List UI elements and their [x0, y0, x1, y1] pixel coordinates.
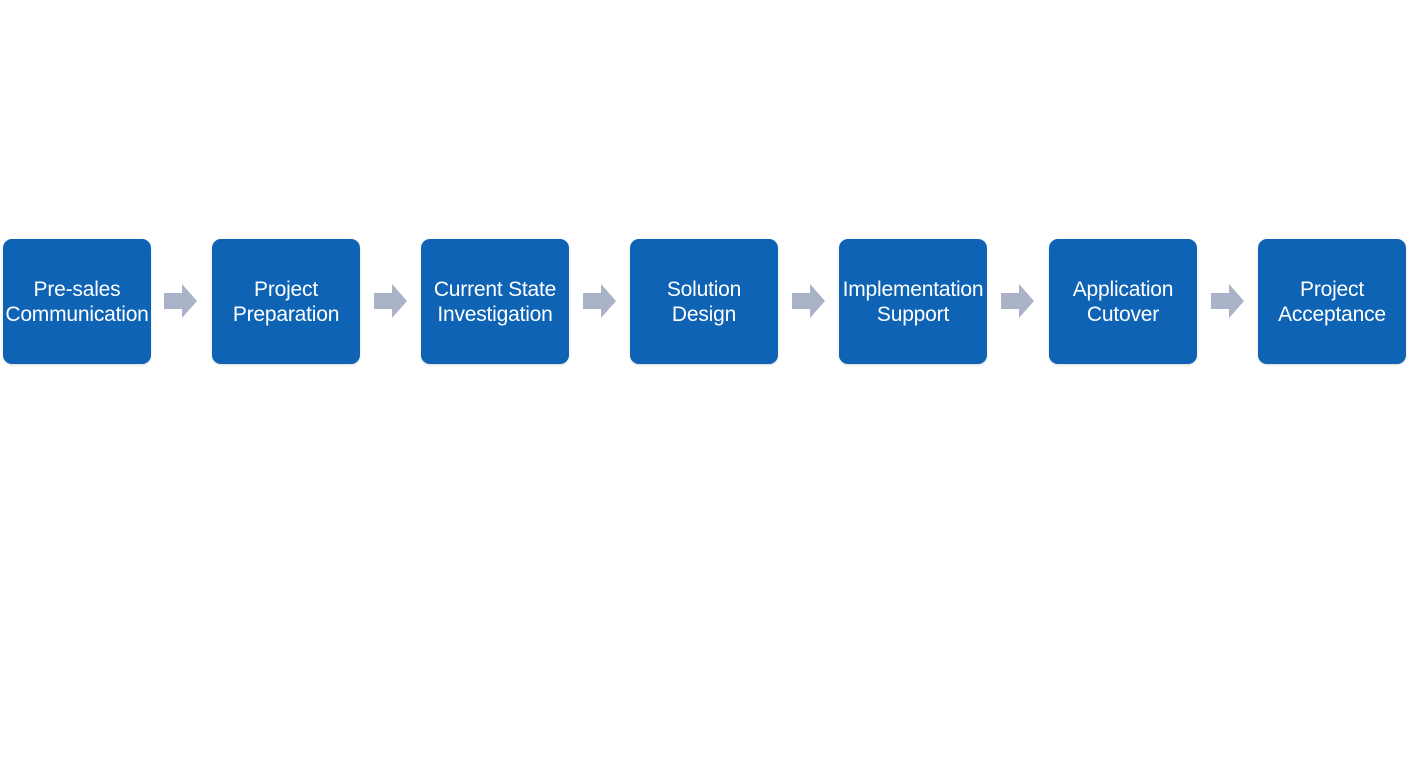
right-arrow-icon — [1211, 283, 1245, 319]
right-arrow-icon — [164, 283, 198, 319]
step-label: Solution Design — [666, 277, 742, 326]
step-implementation-support: Implementation Support — [839, 239, 987, 364]
step-label: Current State Investigation — [433, 277, 557, 326]
step-project-acceptance: Project Acceptance — [1258, 239, 1406, 364]
step-label: Implementation Support — [842, 277, 984, 326]
right-arrow-icon — [792, 283, 826, 319]
right-arrow-icon — [1001, 283, 1035, 319]
step-pre-sales-communication: Pre-sales Communication — [3, 239, 151, 364]
step-solution-design: Solution Design — [630, 239, 778, 364]
right-arrow-icon — [583, 283, 617, 319]
step-current-state-investigation: Current State Investigation — [421, 239, 569, 364]
step-label: Project Acceptance — [1278, 277, 1386, 326]
step-project-preparation: Project Preparation — [212, 239, 360, 364]
right-arrow-icon — [374, 283, 408, 319]
step-label: Pre-sales Communication — [5, 277, 149, 326]
step-application-cutover: Application Cutover — [1049, 239, 1197, 364]
step-label: Project Preparation — [232, 277, 340, 326]
step-label: Application Cutover — [1072, 277, 1174, 326]
